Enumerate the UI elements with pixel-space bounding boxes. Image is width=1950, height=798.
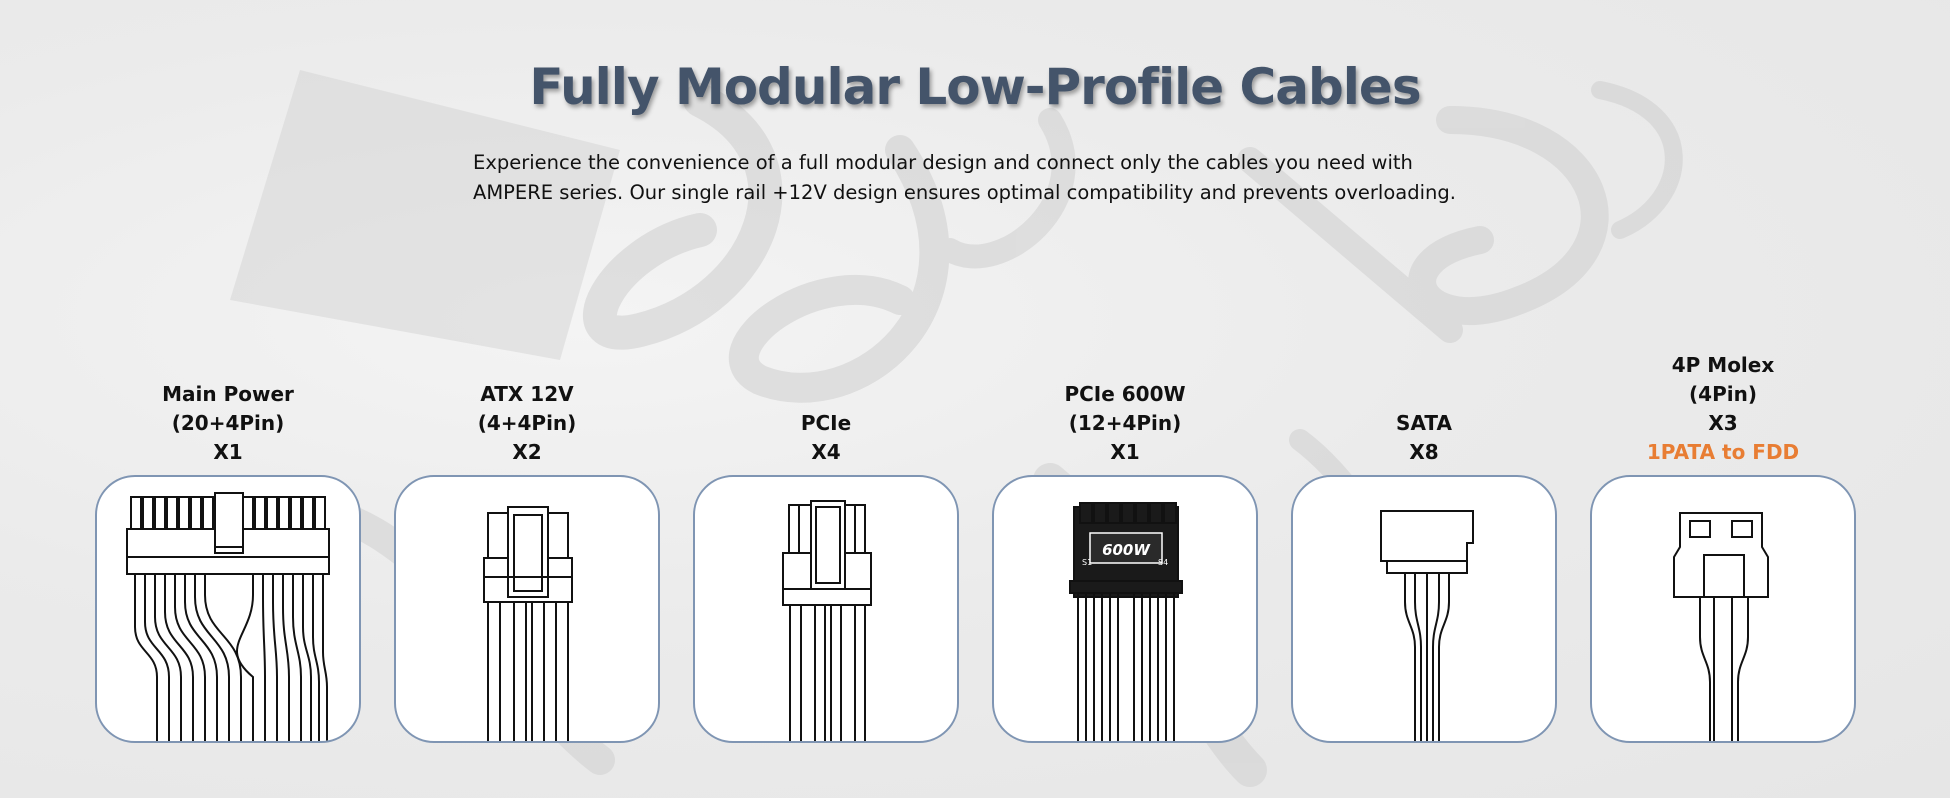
description: Experience the convenience of a full mod…	[473, 148, 1473, 208]
description-line: AMPERE series. Our single rail +12V desi…	[473, 181, 1456, 204]
connector-label: Main Power (20+4Pin) X1	[93, 360, 363, 475]
connector-name: PCIe 600W	[1064, 382, 1186, 406]
atx-24pin-connector-icon	[126, 492, 330, 741]
connector-pins: (4+4Pin)	[477, 411, 577, 435]
connector-frame: 600W S1 S4	[992, 475, 1258, 743]
connector-count: X8	[1409, 440, 1439, 464]
connector-pins: (4Pin)	[1689, 382, 1757, 406]
connector-note: 1PATA to FDD	[1646, 440, 1800, 464]
connector-label: PCIe 600W (12+4Pin) X1	[990, 360, 1260, 475]
connector-card-sata: SATA X8	[1289, 360, 1559, 743]
connector-pins: (12+4Pin)	[1068, 411, 1182, 435]
connector-frame	[1291, 475, 1557, 743]
12vhpwr-connector-icon: 600W S1 S4	[1069, 502, 1183, 741]
connector-count: X3	[1708, 411, 1738, 435]
connector-name: Main Power	[162, 382, 294, 406]
connector-card-pcie: PCIe X4	[691, 360, 961, 743]
connector-frame	[693, 475, 959, 743]
connector-card-atx-12v: ATX 12V (4+4Pin) X2	[392, 360, 662, 743]
connector-label: 4P Molex (4Pin) X3 1PATA to FDD	[1588, 353, 1858, 475]
connector-frame	[394, 475, 660, 743]
connector-frame	[95, 475, 361, 743]
description-line: Experience the convenience of a full mod…	[473, 151, 1413, 174]
sata-connector-icon	[1380, 510, 1474, 741]
molex-connector-icon	[1673, 512, 1769, 741]
pcie-8pin-connector-icon	[782, 500, 872, 741]
connector-label: PCIe X4	[691, 360, 961, 475]
connector-label: SATA X8	[1289, 360, 1559, 475]
connector-name: 4P Molex	[1671, 353, 1775, 377]
connector-name: PCIe	[800, 411, 852, 435]
connector-count: X1	[1110, 440, 1140, 464]
connector-card-main-power: Main Power (20+4Pin) X1	[93, 360, 363, 743]
s1-pin-label: S1	[1082, 558, 1092, 567]
connector-card-molex: 4P Molex (4Pin) X3 1PATA to FDD	[1588, 353, 1858, 743]
page-title: Fully Modular Low-Profile Cables	[529, 58, 1421, 116]
connector-count: X2	[512, 440, 542, 464]
s4-pin-label: S4	[1158, 558, 1168, 567]
connector-pins: (20+4Pin)	[171, 411, 285, 435]
connector-label: ATX 12V (4+4Pin) X2	[392, 360, 662, 475]
connector-count: X1	[213, 440, 243, 464]
connector-name: SATA	[1396, 411, 1452, 435]
connector-count: X4	[811, 440, 841, 464]
connector-frame	[1590, 475, 1856, 743]
600w-chip-text: 600W	[1102, 541, 1151, 559]
connector-card-pcie-600w: PCIe 600W (12+4Pin) X1 600W S1 S4	[990, 360, 1260, 743]
connector-name: ATX 12V	[480, 382, 574, 406]
eps-8pin-connector-icon	[483, 506, 573, 741]
